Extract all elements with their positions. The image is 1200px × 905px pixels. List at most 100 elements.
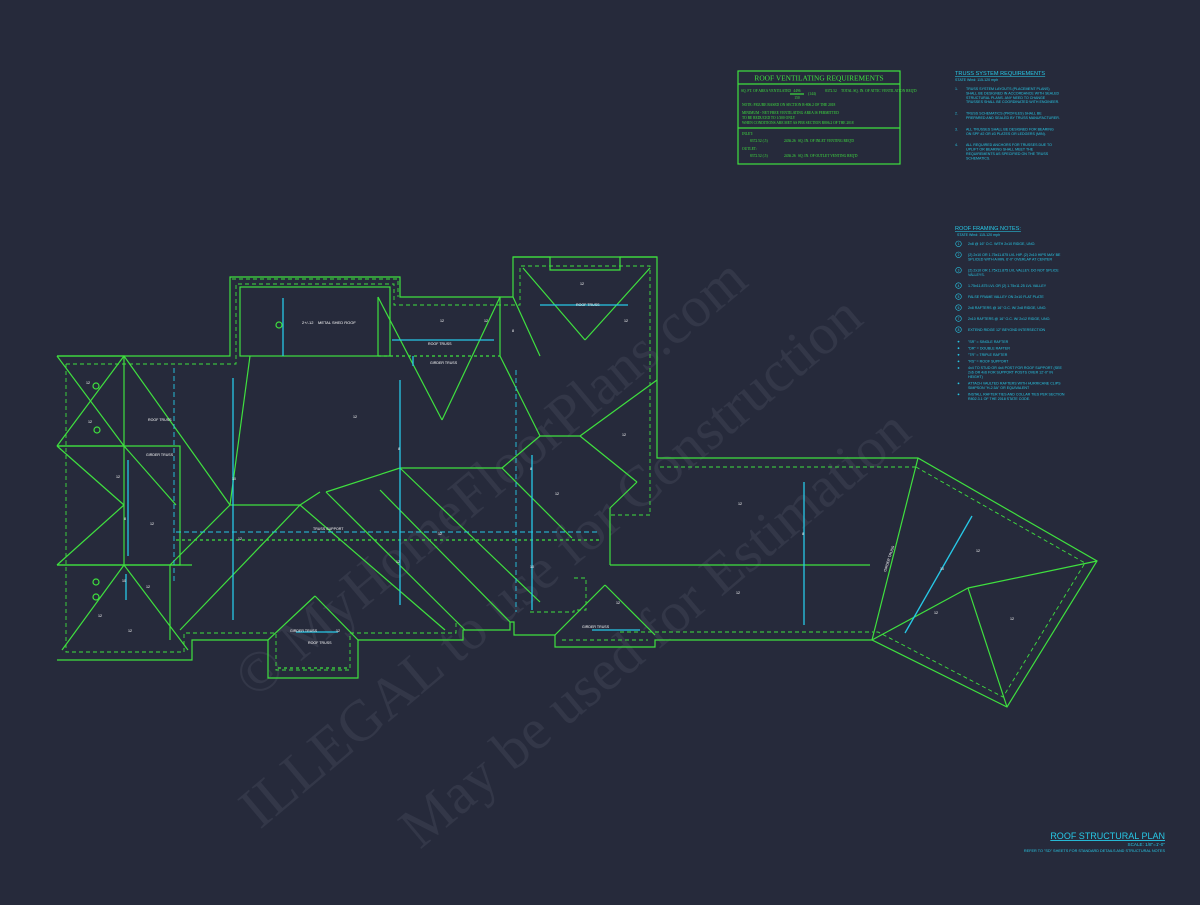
truss-note-1-line-2: SHALL BE DESIGNED IN ACCORDANCE WITH SEA… xyxy=(966,91,1060,95)
truss-note-1-num: 1. xyxy=(955,87,958,91)
truss-notes-subtitle: STATE Wind: 115-120 mph xyxy=(955,78,998,82)
framing-notes-title: ROOF FRAMING NOTES: xyxy=(955,226,1021,232)
rafter-tag-3: 8 xyxy=(530,467,532,471)
ventilation-note-1: NOTE: FIGURE BASED ON SECTION R-806.2 OF… xyxy=(742,103,835,107)
rafter-tag-7: 8 xyxy=(124,517,126,521)
girder-truss-label-4: GIRDER TRUSS xyxy=(290,629,318,633)
roof-truss-label-3: ROOF TRUSS xyxy=(148,418,172,422)
ventilation-outlet-value: 2436.26 xyxy=(784,154,796,158)
framing-bullet-1-dot xyxy=(957,340,960,343)
rafter-tag-6: 10 xyxy=(940,567,944,571)
pitch-mark-5: 12 xyxy=(555,492,559,496)
plan-scale: SCALE: 1/8"=1'-0" xyxy=(1128,842,1166,847)
framing-note-2-num: 2 xyxy=(958,253,960,257)
pitch-mark-2: 12 xyxy=(440,319,444,323)
framing-note-5-num: 5 xyxy=(958,295,960,299)
ventilation-outlet-label: OUTLET: xyxy=(742,147,757,151)
ventilation-note-4: WHEN CONDITIONS ARE MET AS PER SECTION R… xyxy=(742,121,854,125)
framing-bullet-4-dot xyxy=(957,360,960,363)
ventilation-sqft-label: SQ. FT. OF AREA VENTILATED xyxy=(741,89,791,93)
ventilation-formula-d: 150 xyxy=(794,96,800,100)
pitch-mark-13: 12 xyxy=(88,420,92,424)
framing-note-8-bubble xyxy=(955,326,962,333)
truss-note-4-line-1: ALL REQUIRED ANCHORS FOR TRUSSES DUE TO xyxy=(966,143,1052,147)
pitch-mark-7: 12 xyxy=(736,591,740,595)
framing-note-7-bubble xyxy=(955,315,962,322)
framing-bullet-5-line-3: HEIGHT) xyxy=(968,375,983,379)
truss-note-4-num: 4. xyxy=(955,143,958,147)
girder-truss-label-1: GIRDER TRUSS xyxy=(430,361,458,365)
framing-note-6-bubble xyxy=(955,304,962,311)
truss-note-3-line-1: ALL TRUSSES SHALL BE DESIGNED FOR BEARIN… xyxy=(966,127,1054,131)
ventilation-table: ROOF VENTILATING REQUIREMENTS SQ. FT. OF… xyxy=(737,70,917,165)
framing-notes-subtitle: STATE Wind: 115-120 mph xyxy=(957,233,1000,237)
rafter-tag-1: 8 xyxy=(398,447,400,451)
pitch-mark-14: 12 xyxy=(86,381,90,385)
truss-note-2-num: 2. xyxy=(955,112,958,116)
truss-note-4-line-2: UPLIFT OR BEARING SHALL MEET THE xyxy=(966,148,1034,152)
truss-note-1-line-4: TRUSSES SHALL BE COORDINATED WITH ENGINE… xyxy=(966,100,1059,104)
ventilation-title: ROOF VENTILATING REQUIREMENTS xyxy=(754,74,883,83)
pitch-mark-8: 12 xyxy=(438,532,442,536)
rafter-tag-5: 8 xyxy=(802,532,804,536)
framing-note-2-line-1: (2) 2x10 OR 1.75x11.875 LVL HIP. (2) 2x1… xyxy=(968,253,1061,257)
framing-bullet-6-line-1: ATTACH VAULTED RAFTERS WITH HURRICANE CL… xyxy=(968,382,1061,386)
rafter-tag-4: 10 xyxy=(530,565,534,569)
framing-note-3-bubble xyxy=(955,267,962,274)
framing-bullet-6-line-2: SIMPSON "H-2.5A" OR EQUIVALENT xyxy=(968,386,1030,390)
framing-note-5-line-1: FALSE FRAME VALLEY ON 2x10 FLAT PLATE xyxy=(968,295,1044,299)
metal-shed-label: METAL SHED ROOF xyxy=(318,320,356,325)
framing-note-8-line-1: EXTEND RIDGE 12" BEYOND INTERSECTION xyxy=(968,328,1046,332)
pitch-mark-9: 12 xyxy=(396,560,400,564)
framing-bullet-7-line-1: INSTALL RAFTER TIES AND COLLAR TIES PER … xyxy=(968,393,1065,397)
pitch-mark-6: 12 xyxy=(738,502,742,506)
framing-bullet-1-line-1: "SR" = SINGLE RAFTER xyxy=(968,340,1009,344)
roof-outline xyxy=(56,256,1098,708)
framing-note-3-line-2: VALLEYS. xyxy=(968,273,985,277)
ventilation-inlet-label: INLET: xyxy=(742,132,753,136)
pitch-mark-12: 12 xyxy=(116,475,120,479)
pitch-mark-20: 12 xyxy=(976,549,980,553)
pitch-mark-11: 12 xyxy=(150,522,154,526)
girder-truss-label-2: GIRDER TRUSS xyxy=(582,625,610,629)
framing-bullet-2-line-1: "DR" = DOUBLE RAFTER xyxy=(968,346,1010,350)
rafter-tag-8: 10 xyxy=(122,579,126,583)
truss-notes-title: TRUSS SYSTEM REQUIREMENTS xyxy=(955,71,1045,77)
roof-framing-notes: ROOF FRAMING NOTES: STATE Wind: 115-120 … xyxy=(955,226,1065,401)
pitch-mark-4: 12 xyxy=(622,433,626,437)
ventilation-formula-a: 4496 xyxy=(793,89,800,93)
framing-note-2-bubble xyxy=(955,251,962,258)
pitch-mark-19: 12 xyxy=(1010,617,1014,621)
framing-bullet-7-dot xyxy=(957,393,960,396)
framing-note-7-line-1: 2x10 RAFTERS @ 16" O.C. W/ 2x12 RIDGE, U… xyxy=(968,317,1050,321)
truss-note-4-line-4: SCHEMATICS. xyxy=(966,156,990,160)
roof-truss-label-4: ROOF TRUSS xyxy=(308,641,332,645)
pitch-mark-10: 12 xyxy=(238,537,242,541)
truss-note-2-line-2: PREPARED AND SEALED BY TRUSS MANUFACTURE… xyxy=(966,116,1060,120)
pitch-mark-16: 12 xyxy=(128,629,132,633)
framing-note-4-num: 4 xyxy=(958,284,960,288)
framing-bullet-6-dot xyxy=(957,382,960,385)
ventilation-note-2: MINIMUM - NET FREE VENTILATING AREA IS P… xyxy=(742,111,839,115)
framing-note-1-num: 1 xyxy=(958,242,960,246)
framing-note-7-num: 7 xyxy=(958,317,960,321)
framing-bullet-5-line-1: 4x4 TO STUD OR 4x4 POST FOR ROOF SUPPORT… xyxy=(968,366,1063,370)
ventilation-inlet-formula: 8372.52 (.5) xyxy=(750,139,768,143)
framing-bullet-2-dot xyxy=(957,347,960,350)
framing-bullet-7-line-2: R802.3.1 OF THE 2018 STATE CODE. xyxy=(968,397,1030,401)
framing-note-4-line-1: 1.75x11.875 LVL OR (2) 1.75x11.25 LVL VA… xyxy=(968,284,1047,288)
framing-bullet-3-dot xyxy=(957,353,960,356)
truss-note-3-line-2: ON SPF #2 OR #3 PLATES OR LEDGERS (MIN). xyxy=(966,132,1046,136)
ventilation-formula-c: 8372.52 xyxy=(825,89,837,93)
pitch-mark-3: 12 xyxy=(580,282,584,286)
structural-members xyxy=(125,298,973,634)
framing-bullet-5-dot xyxy=(957,367,960,369)
ventilation-formula-b: (144) xyxy=(808,92,817,96)
plan-title: ROOF STRUCTURAL PLAN xyxy=(1050,831,1165,841)
framing-bullet-4-line-1: "RS" = ROOF SUPPORT xyxy=(968,360,1009,364)
ventilation-inlet-value: 2436.26 xyxy=(784,139,796,143)
pitch-mark-17: 12 xyxy=(146,585,150,589)
watermark: © MyHomeFloorPlans.com ILLEGAL to use fo… xyxy=(222,245,922,860)
